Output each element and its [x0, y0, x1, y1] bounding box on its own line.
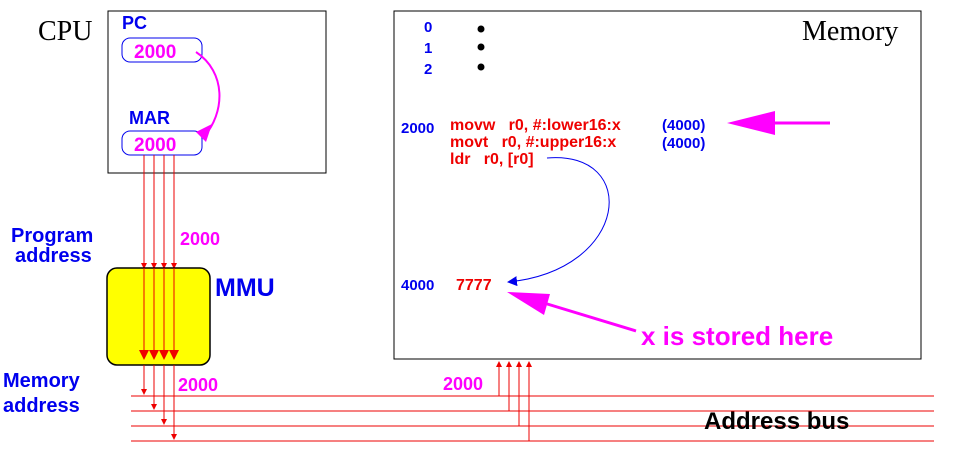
mar-label: MAR [129, 108, 170, 128]
code-address: 2000 [401, 120, 434, 137]
memory-address-line1: Memory [3, 370, 81, 392]
program-address-value: 2000 [180, 229, 220, 249]
mmu-box [106, 267, 211, 366]
pc-to-mar-arrowhead [196, 124, 212, 142]
mar-register [121, 130, 203, 156]
instruction-1-annotation: (4000) [662, 117, 705, 134]
address-bus-label: Address bus [704, 408, 849, 435]
mar-value: 2000 [134, 135, 176, 156]
mmu-label: MMU [215, 274, 275, 302]
memory-address-value: 2000 [178, 375, 218, 395]
cpu-box [107, 10, 327, 174]
instruction-3: ldr r0, [r0] [450, 151, 534, 168]
pc-to-mar-curve [195, 51, 221, 139]
data-value: 7777 [456, 277, 492, 294]
instruction-2: movt r0, #:upper16:x [450, 134, 616, 151]
load-curve [507, 157, 610, 287]
program-address-line1: Program [11, 225, 93, 247]
instruction-2-annotation: (4000) [662, 135, 705, 152]
memory-address-0: 0 [424, 19, 432, 36]
memory-address-line2: address [3, 395, 80, 417]
bus-value: 2000 [443, 374, 483, 394]
pc-pointer-arrowhead [727, 111, 775, 135]
x-note-arrowhead [507, 292, 550, 315]
instruction-1: movw r0, #:lower16:x [450, 117, 621, 134]
pc-label: PC [122, 13, 147, 33]
memory-address-2: 2 [424, 61, 432, 78]
memory-address-1: 1 [424, 40, 432, 57]
pc-value: 2000 [134, 42, 176, 63]
program-address-line2: address [15, 245, 92, 267]
data-address: 4000 [401, 277, 434, 294]
memory-box [393, 10, 922, 360]
memory-title: Memory [802, 16, 898, 47]
x-note-text: x is stored here [641, 321, 833, 351]
ellipsis-dot-3 [477, 63, 485, 71]
ellipsis-dot-1 [477, 25, 485, 33]
x-note-shaft [543, 301, 637, 333]
cpu-title: CPU [38, 16, 92, 47]
ellipsis-dot-2 [477, 43, 485, 51]
pc-register [121, 37, 203, 63]
